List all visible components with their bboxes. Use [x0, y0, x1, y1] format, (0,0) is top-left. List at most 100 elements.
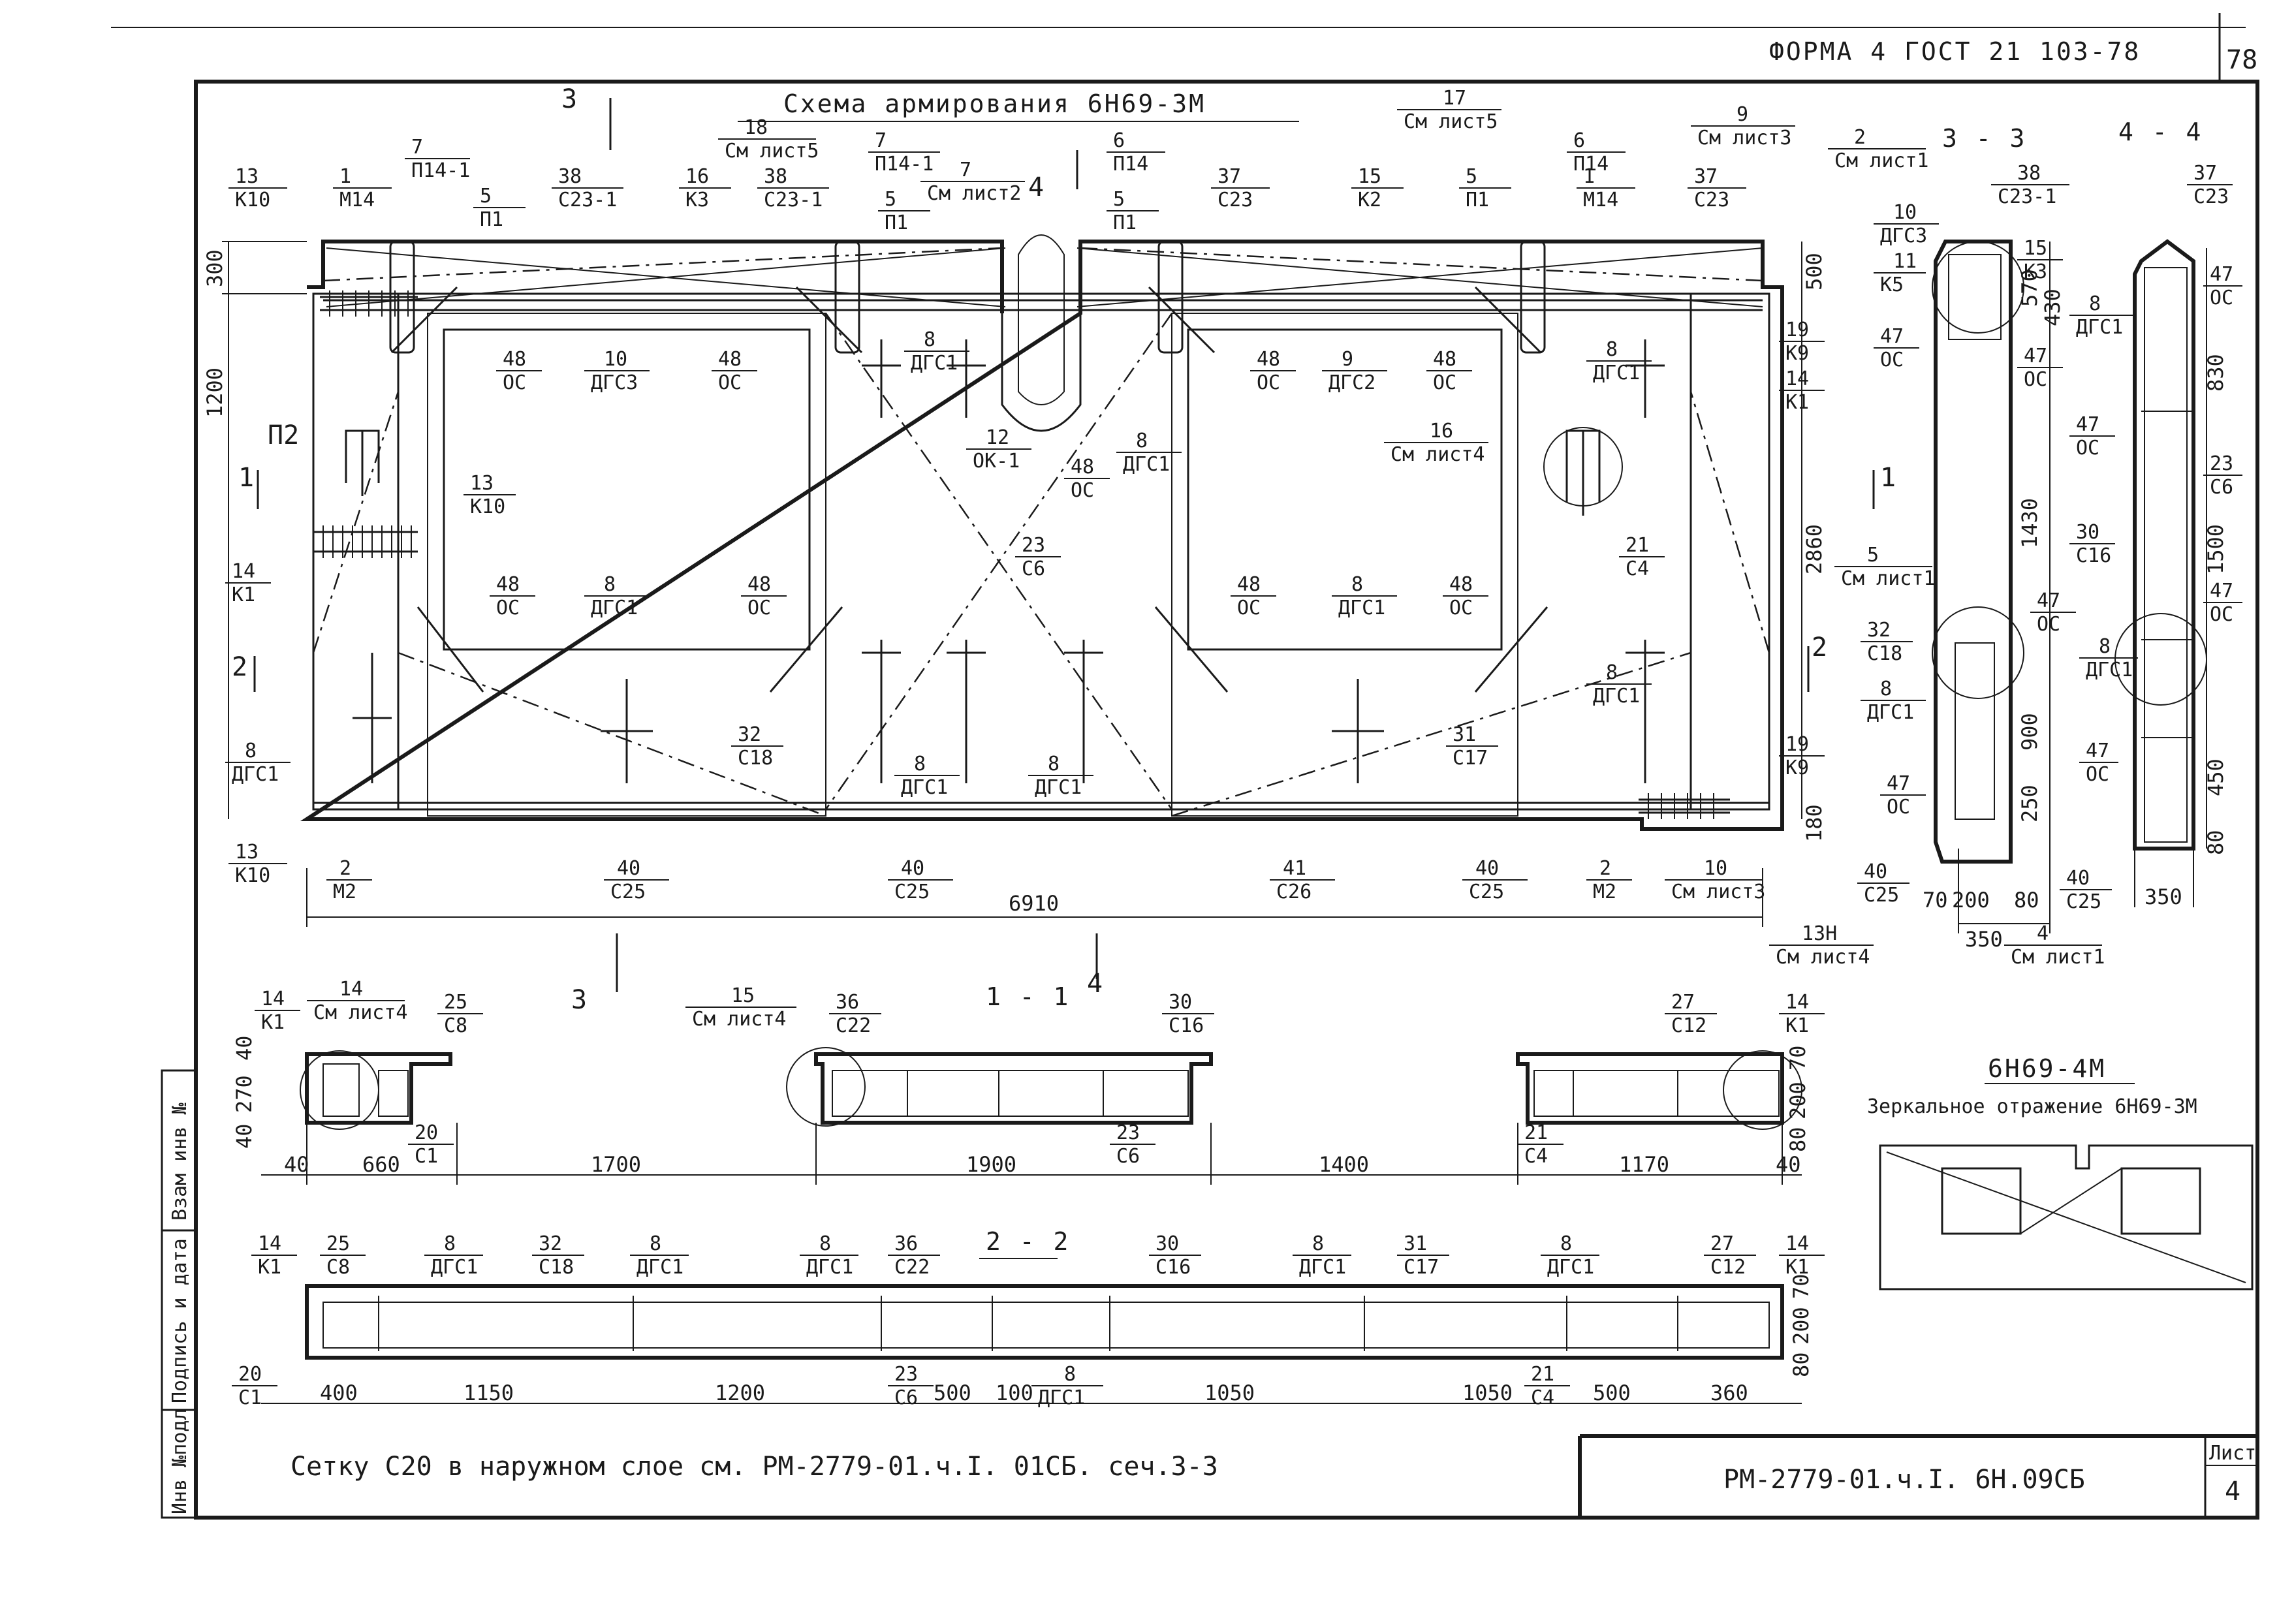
svg-text:200: 200: [1789, 1307, 1814, 1345]
svg-text:8: 8: [1048, 753, 1060, 775]
title-block: [1578, 1434, 2257, 1518]
svg-text:С17: С17: [1453, 747, 1488, 770]
svg-text:41: 41: [1283, 857, 1306, 880]
svg-text:48: 48: [1449, 573, 1473, 596]
svg-text:С23-1: С23-1: [558, 189, 617, 211]
svg-text:ДГС1: ДГС1: [1593, 362, 1640, 384]
svg-text:ОС: ОС: [1071, 479, 1094, 502]
svg-text:1700: 1700: [591, 1152, 641, 1177]
svg-text:1050: 1050: [1204, 1381, 1255, 1405]
svg-text:47: 47: [1880, 325, 1904, 348]
mark-3-bot: 3: [571, 985, 587, 1015]
dim-h1: 300: [202, 249, 227, 287]
svg-text:40: 40: [2066, 867, 2090, 890]
svg-text:48: 48: [747, 573, 771, 596]
svg-text:8: 8: [2099, 635, 2111, 658]
svg-text:См лист4: См лист4: [1391, 443, 1485, 466]
svg-text:С1: С1: [415, 1145, 438, 1168]
svg-text:1050: 1050: [1462, 1381, 1513, 1405]
svg-text:16: 16: [1430, 420, 1453, 443]
dim-h5: 180: [1802, 804, 1827, 842]
svg-text:С25: С25: [894, 881, 930, 903]
section-markers: П2 1 2 3 3 4 4 1 2: [232, 84, 1896, 1015]
plan-label: 5П1: [878, 188, 930, 234]
note-text: Сетку С20 в наружном слое см. РМ-2779-01…: [291, 1452, 1218, 1482]
svg-text:ДГС1: ДГС1: [911, 352, 958, 375]
svg-text:ДГС1: ДГС1: [1038, 1386, 1085, 1409]
svg-text:38: 38: [764, 165, 787, 188]
svg-text:ОК-1: ОК-1: [973, 450, 1020, 473]
svg-text:С12: С12: [1671, 1014, 1706, 1037]
svg-text:19: 19: [1785, 319, 1809, 341]
svg-text:ОС: ОС: [2210, 287, 2233, 309]
svg-text:С4: С4: [1626, 557, 1649, 580]
svg-text:16: 16: [685, 165, 709, 188]
svg-text:38: 38: [2017, 162, 2041, 185]
svg-text:48: 48: [496, 573, 520, 596]
svg-text:13: 13: [235, 165, 259, 188]
svg-text:47: 47: [2076, 413, 2099, 436]
svg-text:48: 48: [1433, 348, 1456, 371]
mark-p2: П2: [268, 420, 299, 450]
svg-text:ДГС3: ДГС3: [1880, 225, 1927, 247]
svg-text:К10: К10: [235, 864, 270, 887]
svg-text:48: 48: [503, 348, 526, 371]
s33-dims: 1430 570 430 900 250 70 200 80 350: [1923, 269, 2065, 952]
svg-text:К1: К1: [261, 1011, 285, 1034]
svg-text:40: 40: [1776, 1152, 1801, 1177]
svg-text:31: 31: [1404, 1232, 1427, 1255]
svg-text:2: 2: [339, 857, 351, 880]
svg-text:14: 14: [232, 560, 255, 583]
plan-label: 9См лист3: [1691, 103, 1795, 149]
svg-text:200: 200: [1952, 888, 1990, 913]
svg-text:6: 6: [1573, 129, 1585, 152]
svg-text:5: 5: [1867, 544, 1879, 567]
svg-text:ДГС1: ДГС1: [901, 776, 948, 799]
svg-text:8: 8: [1064, 1363, 1076, 1386]
mark-2-right: 2: [1812, 632, 1827, 663]
svg-text:10: 10: [604, 348, 627, 371]
svg-text:17: 17: [1443, 87, 1466, 110]
plan-label: 5П1: [1459, 165, 1511, 211]
svg-text:См лист4: См лист4: [313, 1001, 408, 1024]
main-title: Схема армирования 6Н69-3М: [783, 89, 1206, 118]
svg-text:20: 20: [238, 1363, 262, 1386]
side-stamp: Инв №подл Подпись и дата Взам инв №: [168, 1102, 191, 1514]
svg-text:37: 37: [1218, 165, 1241, 188]
svg-text:С25: С25: [2066, 890, 2101, 913]
svg-text:С8: С8: [326, 1256, 350, 1279]
svg-text:С23: С23: [2193, 185, 2229, 208]
svg-text:270: 270: [232, 1075, 257, 1113]
sheet-frame: [111, 13, 2259, 1520]
svg-text:250: 250: [2017, 785, 2042, 822]
drawing-code: РМ-2779-01.ч.I. 6Н.09СБ: [1723, 1465, 2085, 1495]
svg-text:ДГС1: ДГС1: [636, 1256, 683, 1279]
svg-text:1: 1: [1583, 165, 1595, 188]
svg-text:18: 18: [744, 116, 768, 139]
svg-text:15: 15: [1358, 165, 1381, 188]
svg-text:С16: С16: [1155, 1256, 1191, 1279]
svg-text:40: 40: [1475, 857, 1499, 880]
svg-text:12: 12: [986, 426, 1009, 449]
svg-text:36: 36: [894, 1232, 918, 1255]
dim-h2: 1200: [202, 367, 227, 418]
svg-text:48: 48: [1071, 456, 1094, 478]
svg-text:7: 7: [411, 136, 423, 159]
